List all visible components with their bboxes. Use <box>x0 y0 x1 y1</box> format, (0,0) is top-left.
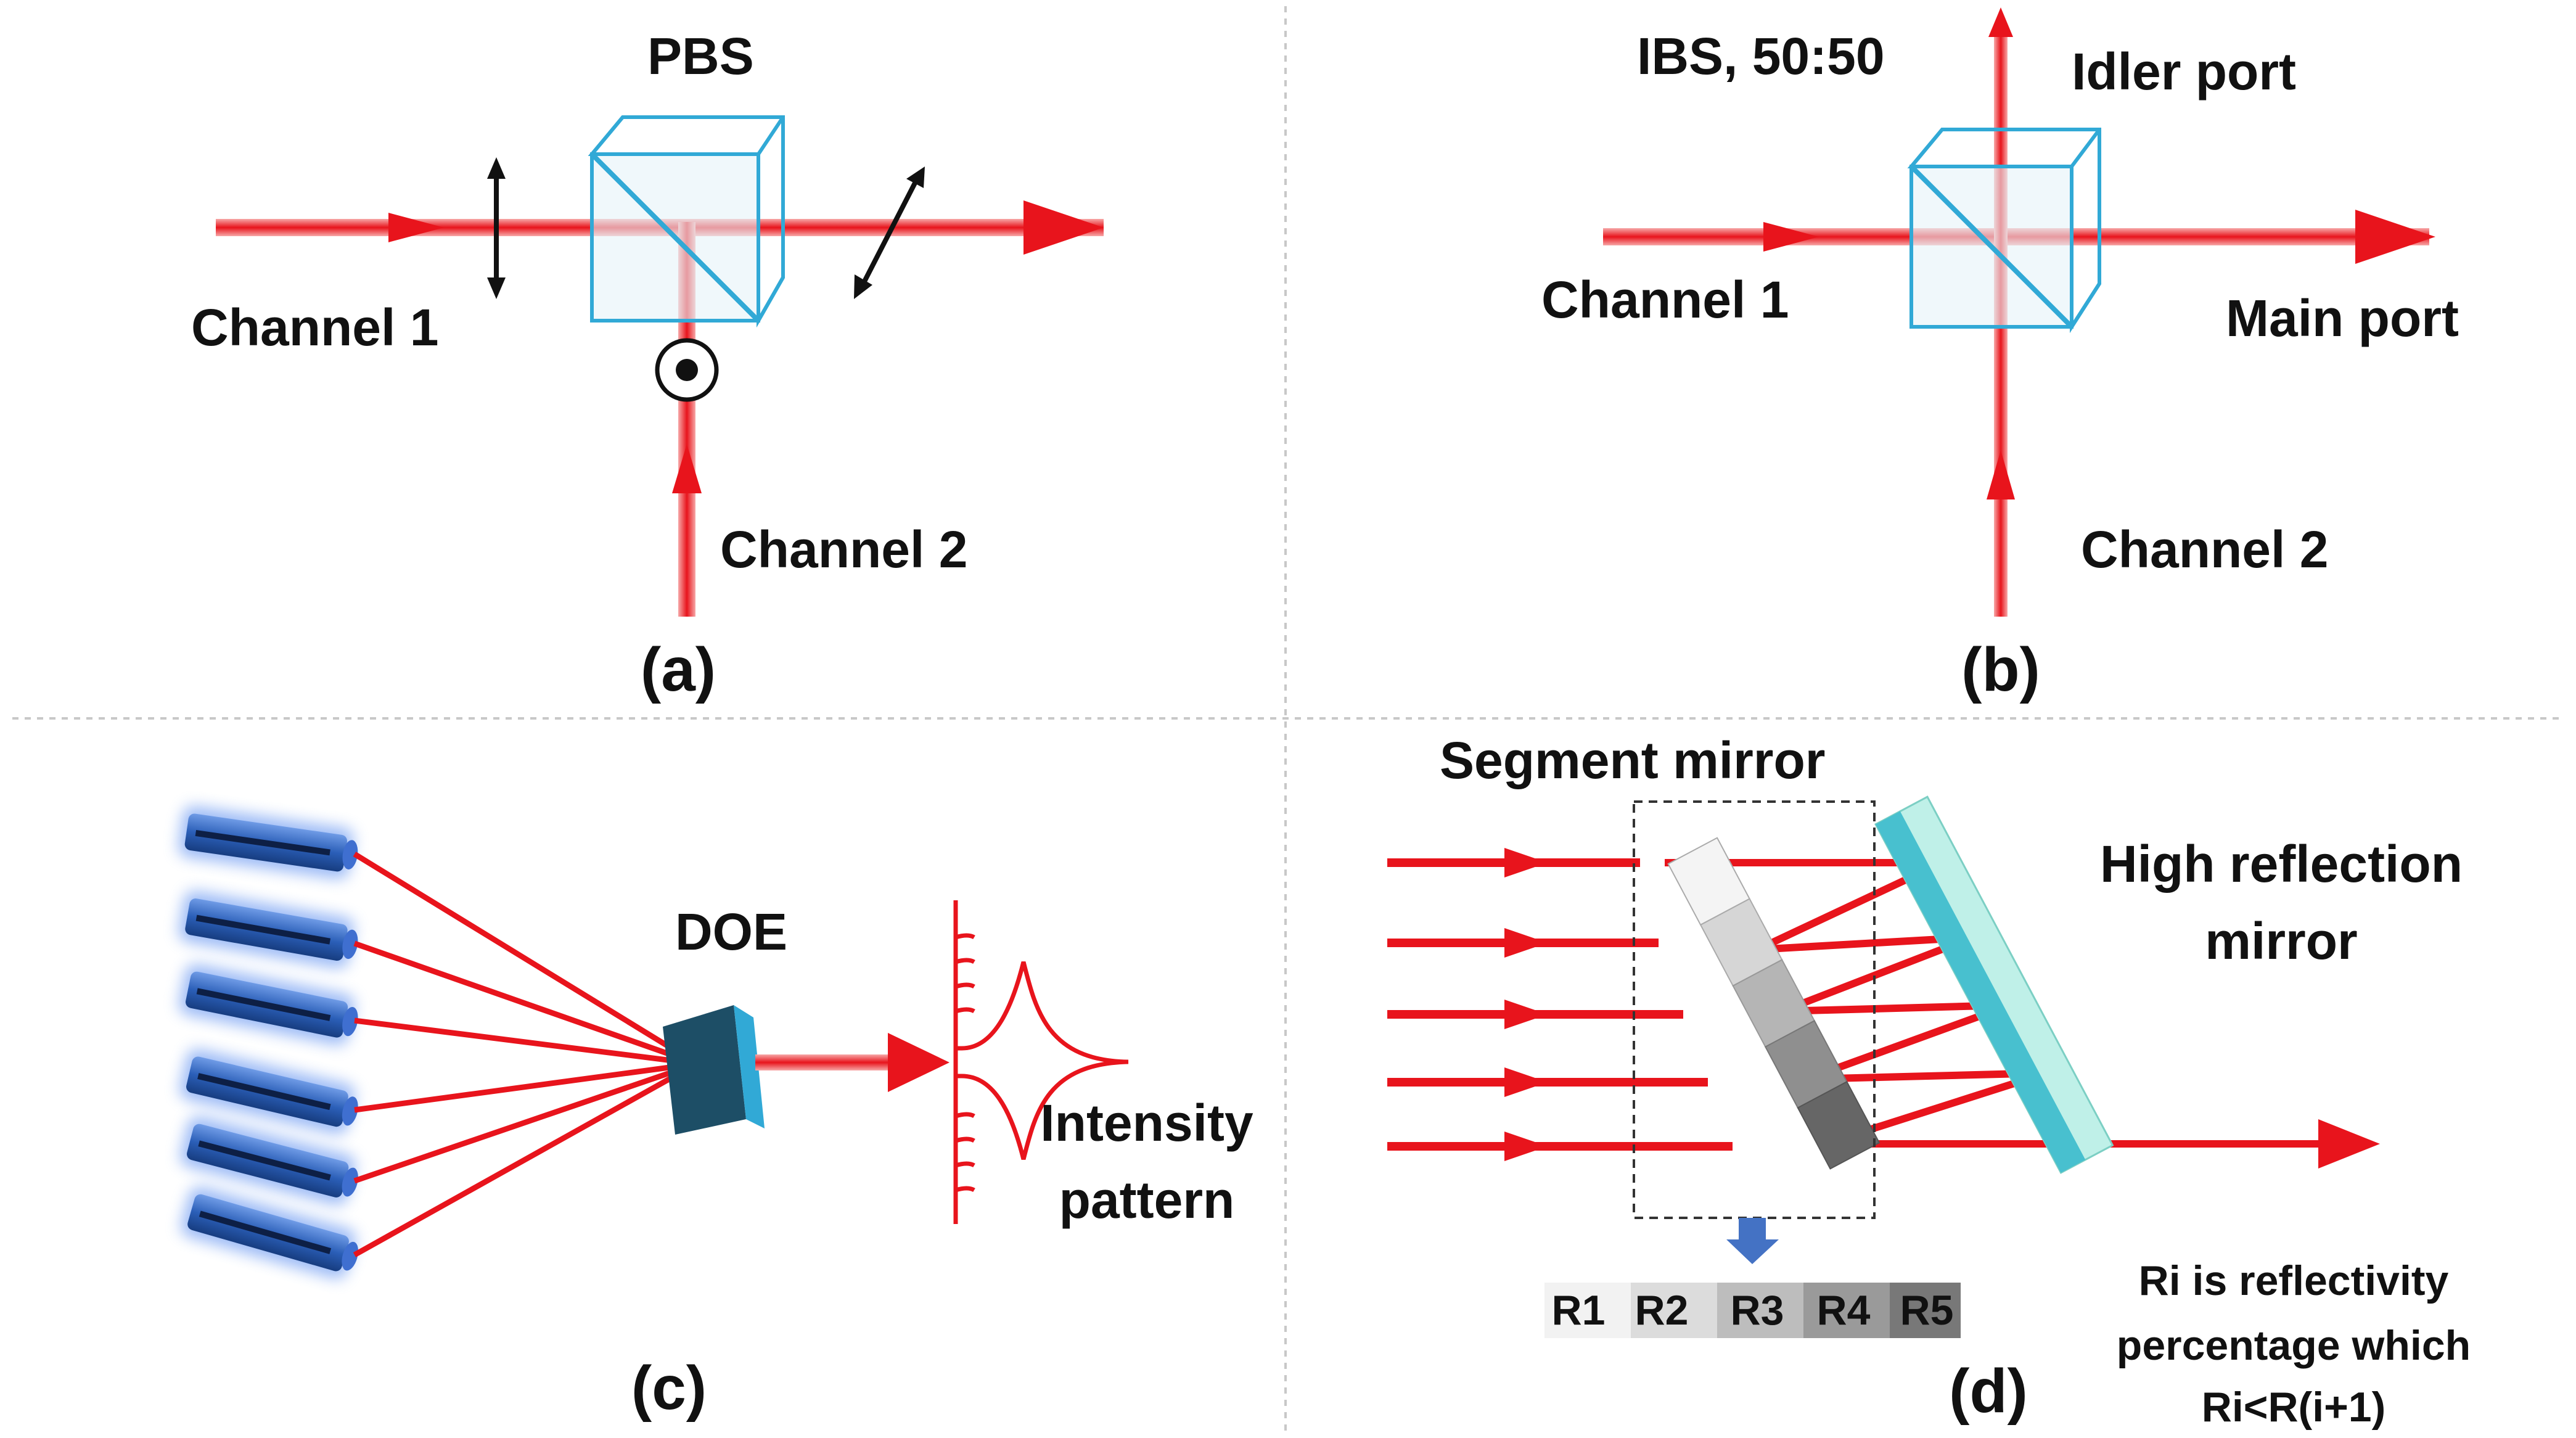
laser-beam <box>353 1061 698 1184</box>
segment-label: R2 <box>1635 1287 1689 1334</box>
note-line1: Ri is reflectivity <box>2139 1257 2449 1304</box>
segment-mirror-label: Segment mirror <box>1440 731 1826 789</box>
panel-d: R1 R2 R3 R4 R5 Segment mirror High refle… <box>1387 731 2471 1431</box>
polarization-down-head <box>487 277 506 299</box>
laser-beam <box>353 852 699 1066</box>
doe-label: DOE <box>675 903 787 961</box>
beam-arrow-b-top <box>1988 7 2013 37</box>
note-line3: Ri<R(i+1) <box>2202 1384 2386 1431</box>
caption-c: (c) <box>631 1354 707 1423</box>
laser-module <box>178 806 358 879</box>
intensity-label-line2: pattern <box>1059 1171 1235 1229</box>
down-arrow-icon <box>1726 1218 1779 1264</box>
channel1-label-b: Channel 1 <box>1541 271 1789 329</box>
note-line2: percentage which <box>2117 1322 2471 1369</box>
laser-array <box>178 806 358 1279</box>
fan-beams <box>353 852 699 1257</box>
segment-label: R4 <box>1817 1287 1871 1334</box>
polarization-dot <box>676 359 698 381</box>
laser-module <box>178 890 358 969</box>
laser-beam <box>353 1061 699 1257</box>
caption-a: (a) <box>641 635 716 704</box>
polarization-diag-head1 <box>906 166 925 188</box>
idler-port-label: Idler port <box>2072 43 2296 101</box>
reflectivity-strip: R1 R2 R3 R4 R5 <box>1544 1283 1961 1338</box>
beam-arrow-b-right <box>2355 210 2435 264</box>
doe-element <box>663 1005 765 1135</box>
laser-module <box>179 964 358 1045</box>
ibs-cube <box>1907 128 2101 334</box>
channel1-label-a: Channel 1 <box>191 298 438 356</box>
laser-module <box>181 1186 358 1279</box>
beam-arrow-a-mid <box>388 213 444 242</box>
segment-label: R5 <box>1900 1287 1954 1334</box>
segment-cell <box>1717 1283 1803 1338</box>
polarization-diag-head2 <box>854 274 872 299</box>
hr-mirror-label-line1: High reflection <box>2100 835 2463 893</box>
pbs-cube <box>588 115 785 328</box>
segment-label: R3 <box>1731 1287 1784 1334</box>
laser-module <box>179 1049 358 1135</box>
beam-arrow-a-right <box>1023 200 1104 255</box>
ibs-label: IBS, 50:50 <box>1637 27 1885 85</box>
panel-b: IBS, 50:50 Idler port Channel 1 Main por… <box>1541 7 2459 704</box>
laser-module <box>180 1116 358 1206</box>
beam-arrow-c <box>888 1033 950 1092</box>
segment-cell <box>1544 1283 1631 1338</box>
high-reflection-mirror <box>1874 795 2114 1174</box>
panel-a: PBS Channel 1 Channel 2 (a) <box>191 27 1104 704</box>
beam-arrow-b-mid <box>1763 222 1819 252</box>
segment-cell <box>1890 1283 1961 1338</box>
beam-arrow-d-out <box>2318 1119 2380 1169</box>
main-port-label: Main port <box>2226 289 2459 347</box>
segment-cell <box>1803 1283 1890 1338</box>
caption-d: (d) <box>1949 1357 2028 1426</box>
input-beams-d <box>1387 848 1733 1161</box>
segment-cell <box>1631 1283 1717 1338</box>
intensity-label-line1: Intensity <box>1040 1094 1253 1152</box>
polarization-diagonal-icon <box>858 175 921 291</box>
laser-beam <box>354 1017 697 1067</box>
segment-label: R1 <box>1552 1287 1606 1334</box>
beam-arrow-b-up <box>1987 450 2015 499</box>
channel2-label-b: Channel 2 <box>2081 520 2328 578</box>
laser-beam <box>353 940 698 1067</box>
channel2-label-a: Channel 2 <box>720 520 967 578</box>
caption-b: (b) <box>1961 635 2040 704</box>
panel-c: DOE Intensity pattern (c) <box>178 806 1253 1423</box>
beam-doe-out <box>755 1054 903 1070</box>
polarization-up-head <box>487 157 506 179</box>
intensity-pattern-plot <box>953 900 1129 1224</box>
beam-arrow-a-up <box>672 444 702 493</box>
hr-mirror-label-line2: mirror <box>2205 912 2357 970</box>
pbs-label: PBS <box>647 27 754 85</box>
segment-mirror <box>1667 837 1881 1170</box>
laser-beam <box>354 1061 697 1113</box>
